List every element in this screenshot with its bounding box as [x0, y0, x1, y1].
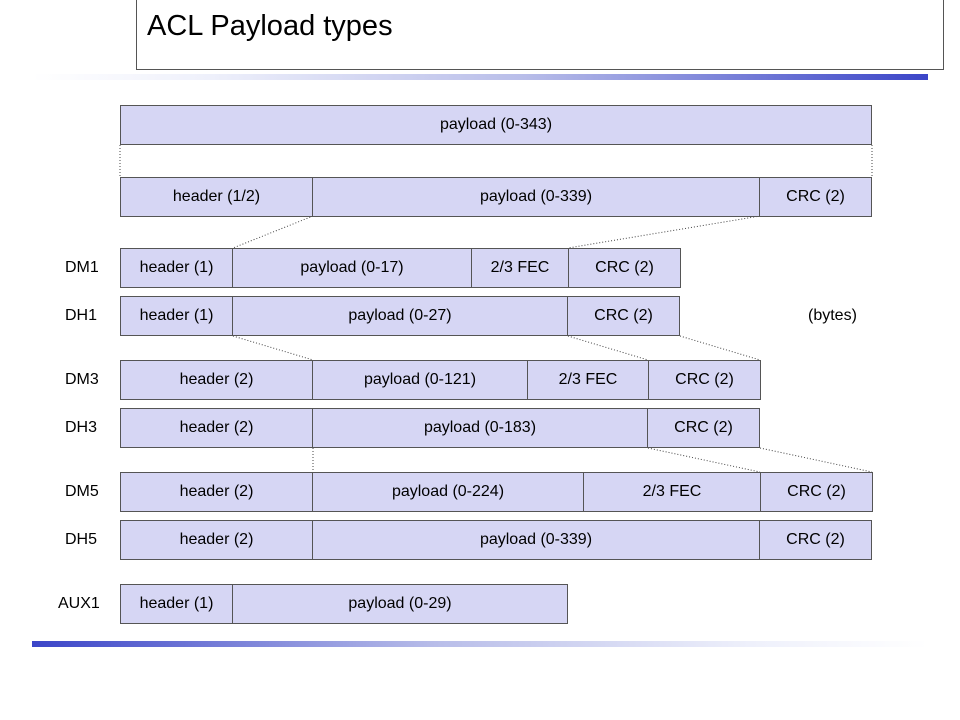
crc-cell: CRC (2) — [759, 177, 872, 217]
dh3-row: header (2) payload (0-183) CRC (2) — [120, 408, 760, 448]
header-cell: header (2) — [120, 360, 313, 400]
header-cell: header (2) — [120, 408, 313, 448]
fec-cell: 2/3 FEC — [583, 472, 761, 512]
crc-cell: CRC (2) — [648, 360, 761, 400]
crc-cell: CRC (2) — [759, 520, 872, 560]
crc-cell: CRC (2) — [760, 472, 873, 512]
connector-line — [232, 215, 314, 249]
top-payload-row: payload (0-343) — [120, 105, 872, 145]
aux1-row: header (1) payload (0-29) — [120, 584, 568, 624]
header-cell: header (1) — [120, 296, 233, 336]
payload-cell: payload (0-183) — [312, 408, 648, 448]
row-label-dh1: DH1 — [65, 307, 98, 324]
dh5-row: header (2) payload (0-339) CRC (2) — [120, 520, 872, 560]
payload-cell: payload (0-29) — [232, 584, 568, 624]
connector-line — [759, 447, 873, 473]
row-label-dm1: DM1 — [65, 259, 99, 276]
dm5-row: header (2) payload (0-224) 2/3 FEC CRC (… — [120, 472, 873, 512]
row-label-dm5: DM5 — [65, 483, 99, 500]
connector-line — [567, 335, 649, 361]
row-label-dm3: DM3 — [65, 371, 99, 388]
payload-cell: payload (0-27) — [232, 296, 568, 336]
dm3-row: header (2) payload (0-121) 2/3 FEC CRC (… — [120, 360, 761, 400]
crc-cell: CRC (2) — [567, 296, 680, 336]
units-note: (bytes) — [808, 307, 857, 324]
header-cell: header (1/2) — [120, 177, 313, 217]
dh1-row: header (1) payload (0-27) CRC (2) — [120, 296, 680, 336]
title-box: ACL Payload types — [136, 0, 944, 70]
connector-line — [647, 447, 761, 473]
connector-line — [567, 215, 761, 249]
header-cell: header (2) — [120, 520, 313, 560]
header-cell: header (1) — [120, 248, 233, 288]
header-cell: header (2) — [120, 472, 313, 512]
payload-cell: payload (0-339) — [312, 177, 760, 217]
page-title: ACL Payload types — [147, 10, 393, 42]
row-label-aux1: AUX1 — [58, 595, 100, 612]
fec-cell: 2/3 FEC — [471, 248, 569, 288]
connector-line — [232, 335, 314, 361]
row-label-dh3: DH3 — [65, 419, 98, 436]
dm1-row: header (1) payload (0-17) 2/3 FEC CRC (2… — [120, 248, 681, 288]
payload-cell: payload (0-343) — [120, 105, 872, 145]
crc-cell: CRC (2) — [568, 248, 681, 288]
header-cell: header (1) — [120, 584, 233, 624]
payload-cell: payload (0-224) — [312, 472, 584, 512]
fec-cell: 2/3 FEC — [527, 360, 649, 400]
payload-cell: payload (0-339) — [312, 520, 760, 560]
footer-bar — [32, 641, 928, 647]
connector-line — [679, 335, 761, 361]
payload-cell: payload (0-121) — [312, 360, 528, 400]
row-label-dh5: DH5 — [65, 531, 98, 548]
title-underline-bar — [32, 74, 928, 80]
general-packet-row: header (1/2) payload (0-339) CRC (2) — [120, 177, 872, 217]
payload-cell: payload (0-17) — [232, 248, 472, 288]
crc-cell: CRC (2) — [647, 408, 760, 448]
